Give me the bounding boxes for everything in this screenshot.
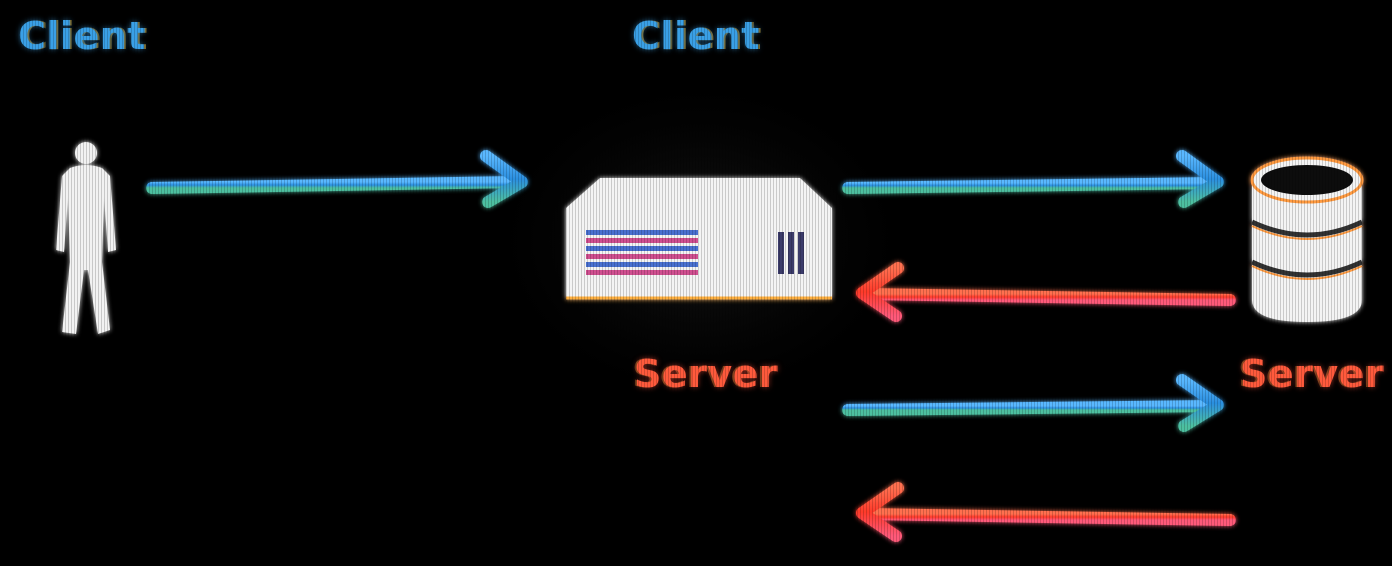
server-slots (778, 232, 804, 274)
arrow-lower-request (842, 374, 1224, 432)
arrow-database-to-server (856, 262, 1236, 322)
database-icon (1250, 156, 1364, 322)
client-label-middle: Client (632, 14, 760, 58)
arrow-lower-response (856, 482, 1236, 542)
arrow-server-to-database (842, 150, 1224, 208)
server-vent-lines (586, 230, 698, 275)
person-icon (56, 142, 116, 334)
server-box-icon (566, 178, 832, 300)
server-label-middle: Server (634, 352, 779, 396)
client-label-left: Client (18, 14, 146, 58)
arrow-person-to-server (146, 150, 528, 208)
server-label-right: Server (1240, 352, 1385, 396)
